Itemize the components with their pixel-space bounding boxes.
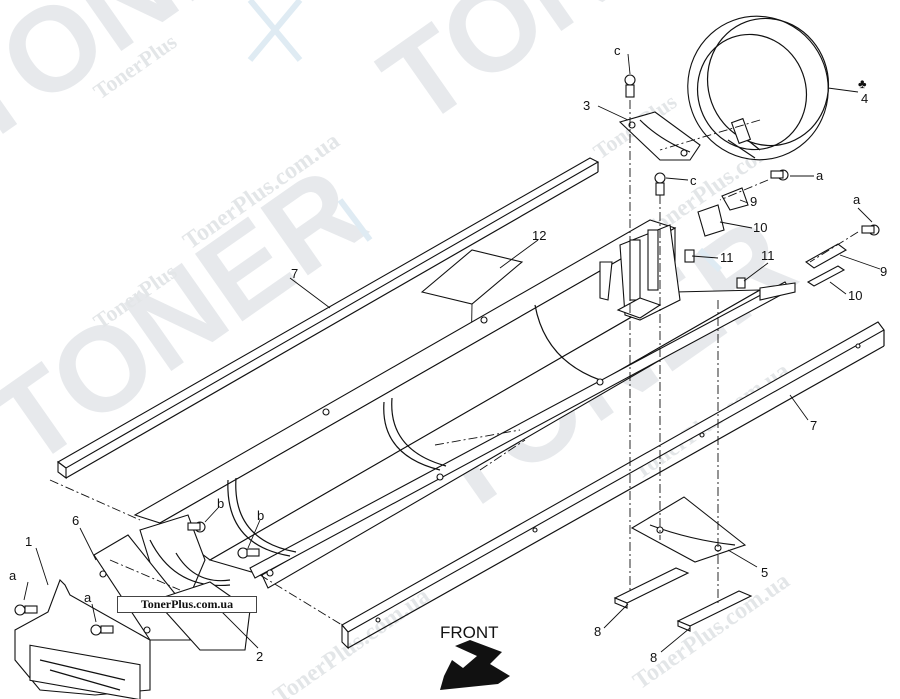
screw-a-2	[90, 624, 114, 636]
callout-9-upper: 9	[750, 194, 757, 209]
screw-letter-b-2: b	[257, 508, 264, 523]
front-arrow-icon	[440, 640, 510, 690]
callout-labels: 1 2 3 4 ♣ 5 6 7 7 8 8 9 9 10 10 11 11 12…	[9, 43, 887, 665]
club-symbol: ♣	[858, 76, 867, 91]
part-4-ring	[687, 15, 830, 161]
watermark-swoosh-marks	[247, 0, 723, 273]
screw-b-1	[187, 521, 206, 533]
part-3-saddle	[618, 111, 701, 161]
screw-letter-a-3: a	[816, 168, 824, 183]
callout-5: 5	[761, 565, 768, 580]
part-5-saddle	[630, 496, 747, 563]
callout-2: 2	[256, 649, 263, 664]
screw-c-1	[624, 74, 636, 98]
main-trough-frame	[133, 219, 796, 601]
callout-11-left: 11	[720, 250, 734, 265]
screw-c-2	[654, 172, 666, 196]
watermark-big-1: TONER	[0, 0, 337, 171]
callout-1: 1	[25, 534, 32, 549]
screws	[14, 74, 880, 636]
screw-letter-c-top: c	[614, 43, 621, 58]
callout-7-lower: 7	[810, 418, 817, 433]
screw-a-3	[770, 169, 789, 181]
leader-lines	[23, 53, 881, 653]
assembly-center-lines	[49, 100, 859, 626]
callout-11-right: 11	[761, 248, 775, 263]
screw-letter-a-1: a	[9, 568, 17, 583]
callout-4: 4	[861, 91, 868, 106]
screw-a-1	[14, 604, 38, 616]
callout-10-upper: 10	[753, 220, 767, 235]
callout-10-right: 10	[848, 288, 862, 303]
screw-b-2	[237, 547, 260, 559]
callout-6: 6	[72, 513, 79, 528]
front-indicator: FRONT	[440, 623, 510, 690]
watermark-site-6: TonerPlus.com.ua	[269, 583, 435, 699]
part-1-handle	[14, 579, 151, 699]
screw-letter-a-4: a	[853, 192, 861, 207]
part-6-endplate	[93, 534, 191, 641]
part-7-lower-rail	[341, 321, 885, 650]
screw-letter-b-1: b	[217, 496, 224, 511]
screw-letter-c-mid: c	[690, 173, 697, 188]
source-tag: TonerPlus.com.ua	[117, 596, 257, 613]
part-7-upper-rail	[57, 157, 600, 480]
callout-8-second: 8	[650, 650, 657, 665]
small-parts-9-10-11	[684, 187, 848, 289]
callout-9-right: 9	[880, 264, 887, 279]
screw-letter-a-2: a	[84, 590, 92, 605]
callout-7-upper: 7	[291, 266, 298, 281]
part-8-plates	[613, 567, 753, 632]
callout-3: 3	[583, 98, 590, 113]
callout-12: 12	[532, 228, 546, 243]
screw-a-4	[861, 224, 880, 236]
front-label: FRONT	[440, 623, 499, 642]
callout-8-first: 8	[594, 624, 601, 639]
